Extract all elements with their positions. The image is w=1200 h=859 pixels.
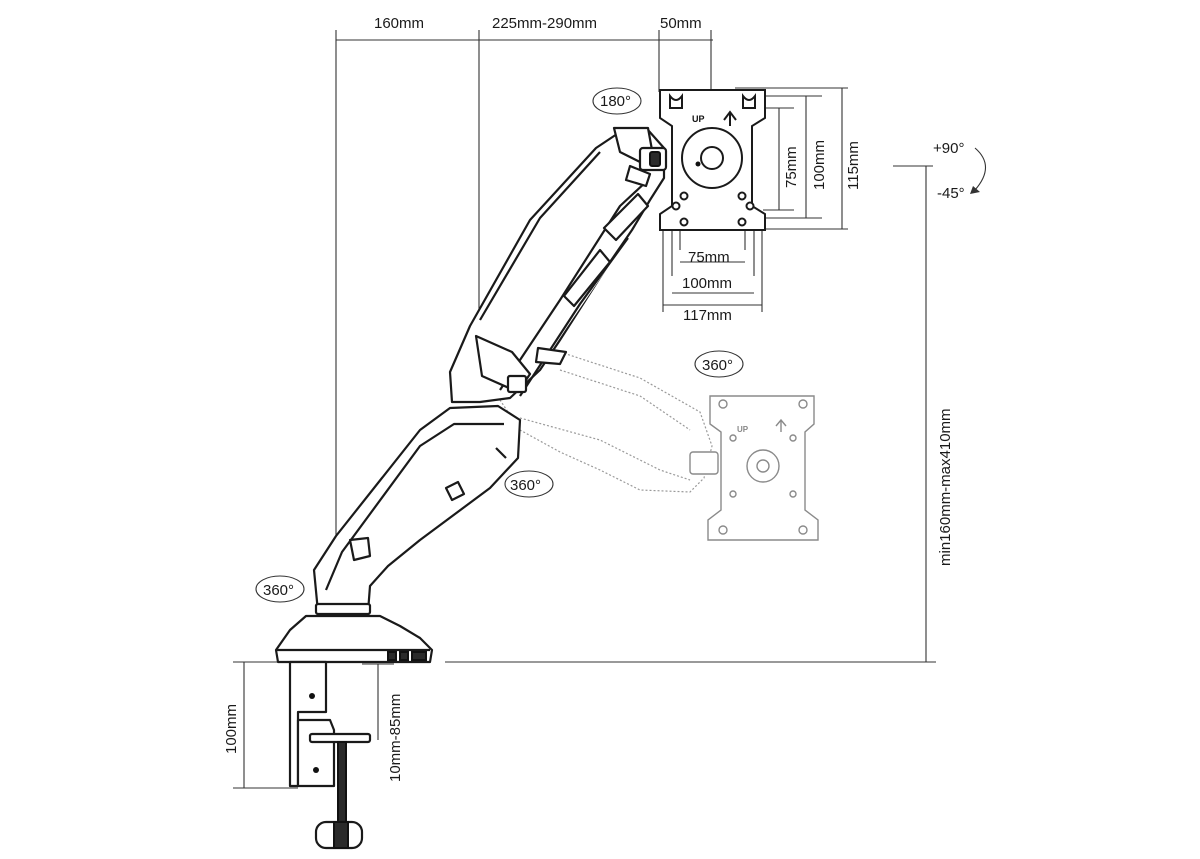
- ghost-up-label: UP: [737, 425, 749, 434]
- upper-arm: [448, 126, 668, 404]
- dim-top-160: 160mm: [374, 15, 424, 32]
- dim-plate-h-75: 75mm: [688, 249, 730, 266]
- rot-tilt-up: +90°: [933, 140, 964, 157]
- dim-plate-h-117: 117mm: [683, 307, 732, 324]
- dim-plate-v-75: 75mm: [783, 146, 800, 188]
- up-label: UP: [692, 114, 705, 124]
- dim-height-range: min160mm-max410mm: [937, 408, 954, 566]
- lower-arm: [312, 404, 522, 616]
- dim-clamp-height: 100mm: [223, 704, 240, 754]
- dim-plate-v-100: 100mm: [811, 140, 828, 190]
- dim-top-50: 50mm: [660, 15, 702, 32]
- dim-plate-h-100: 100mm: [682, 275, 732, 292]
- vesa-plate: UP: [659, 89, 766, 231]
- dim-clamp-range: 10mm-85mm: [387, 694, 404, 782]
- rot-top-swivel: 180°: [600, 93, 631, 110]
- dim-top-225-290: 225mm-290mm: [492, 15, 597, 32]
- dimension-lines: [233, 30, 936, 789]
- rot-tilt-down: -45°: [937, 185, 965, 202]
- rot-base: 360°: [263, 582, 294, 599]
- rot-plate: 360°: [702, 357, 733, 374]
- rotation-arcs: [255, 87, 987, 603]
- ghost-arm: UP: [497, 337, 819, 541]
- desk-clamp: [274, 614, 434, 850]
- rot-elbow: 360°: [510, 477, 541, 494]
- dim-plate-v-115: 115mm: [845, 141, 862, 190]
- labels: 160mm 225mm-290mm 50mm 75mm 100mm 117mm …: [223, 15, 965, 782]
